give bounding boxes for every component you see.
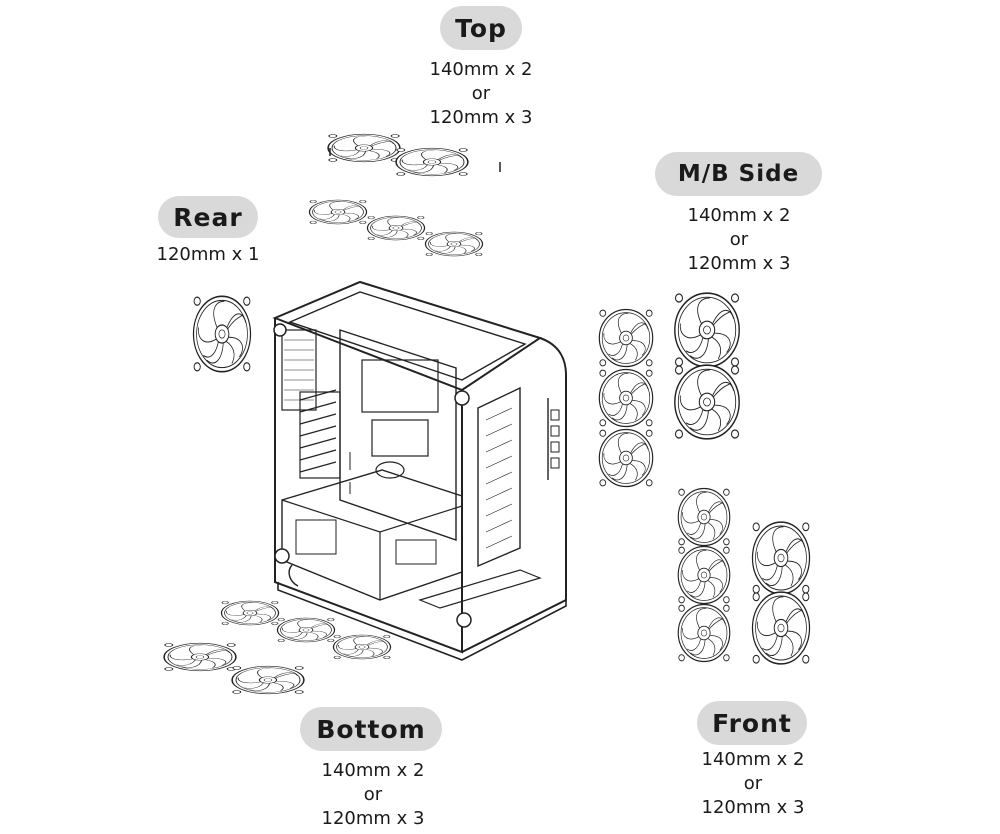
mbside-fan-group-140mm	[673, 292, 741, 440]
rear-zone-spec: 120mm x 1	[138, 243, 278, 267]
front-fan-group-120mm	[677, 487, 731, 663]
top-spec-line-2: or	[471, 83, 491, 104]
mbside-spec-line-2: or	[729, 229, 749, 250]
mbside-spec-line-3: 120mm x 3	[687, 253, 791, 274]
front-zone-spec: 140mm x 2 or 120mm x 3	[672, 748, 834, 820]
top-fan-group-140mm	[327, 133, 501, 177]
top-zone-spec: 140mm x 2 or 120mm x 3	[400, 58, 562, 130]
chassis	[272, 280, 567, 661]
bottom-fan-group-140mm	[163, 642, 305, 695]
front-fan-group-140mm	[751, 521, 811, 665]
front-zone-label: Front	[697, 701, 807, 745]
bottom-spec-line-2: or	[363, 784, 383, 805]
bottom-zone-label: Bottom	[300, 707, 442, 751]
bottom-spec-line-1: 140mm x 2	[321, 760, 425, 781]
front-spec-line-2: or	[743, 773, 763, 794]
rear-zone-label: Rear	[158, 196, 258, 238]
mbside-zone-label: M/B Side	[655, 152, 822, 196]
rear-spec-line-1: 120mm x 1	[156, 244, 260, 265]
top-spec-line-3: 120mm x 3	[429, 107, 533, 128]
front-spec-line-3: 120mm x 3	[701, 797, 805, 818]
rear-fan	[192, 295, 252, 373]
bottom-fan-group-120mm	[220, 600, 392, 660]
mbside-zone-spec: 140mm x 2 or 120mm x 3	[658, 204, 820, 276]
mbside-spec-line-1: 140mm x 2	[687, 205, 791, 226]
front-spec-line-1: 140mm x 2	[701, 749, 805, 770]
top-fan-group-120mm	[308, 199, 484, 257]
top-zone-label: Top	[440, 6, 522, 50]
top-spec-line-1: 140mm x 2	[429, 59, 533, 80]
mbside-fan-group-120mm	[598, 308, 654, 488]
bottom-zone-spec: 140mm x 2 or 120mm x 3	[292, 759, 454, 831]
bottom-spec-line-3: 120mm x 3	[321, 808, 425, 829]
